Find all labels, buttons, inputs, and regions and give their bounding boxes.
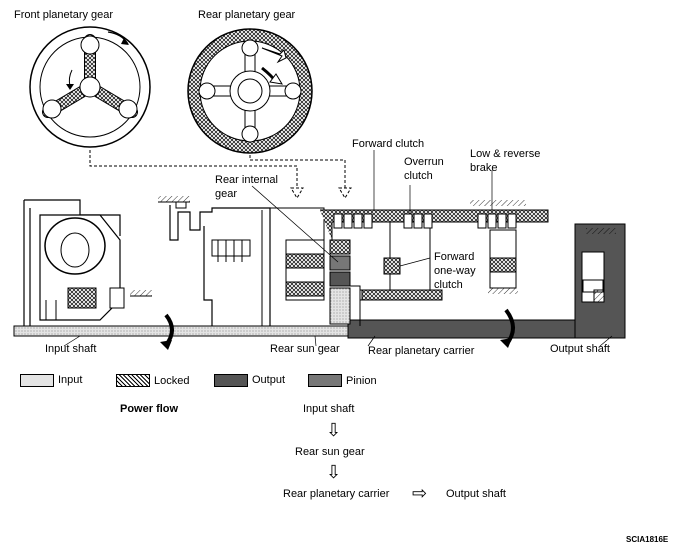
label-rear-internal-gear-2: gear bbox=[215, 188, 238, 200]
down-arrow-icon: ⇩ bbox=[326, 420, 342, 440]
transmission-section bbox=[13, 150, 626, 350]
label-forward-oneway-3: clutch bbox=[434, 279, 463, 291]
label-low-reverse-1: Low & reverse bbox=[470, 148, 541, 160]
label-forward-oneway-1: Forward bbox=[434, 251, 475, 263]
down-arrow-icon: ⇩ bbox=[326, 462, 342, 482]
label-rear-sun-gear: Rear sun gear bbox=[270, 343, 340, 355]
legend-label-pinion: Pinion bbox=[346, 375, 377, 387]
rear-planetary-gear-figure bbox=[187, 28, 313, 154]
right-arrow-icon: ⇨ bbox=[412, 483, 428, 503]
front-planetary-gear-figure bbox=[29, 26, 151, 148]
label-input-shaft: Input shaft bbox=[45, 343, 97, 355]
label-rear-planetary-gear: Rear planetary gear bbox=[198, 9, 296, 21]
legend-swatch-output bbox=[214, 374, 248, 387]
label-front-planetary-gear: Front planetary gear bbox=[14, 9, 114, 21]
label-rear-internal-gear-1: Rear internal bbox=[215, 174, 278, 186]
power-flow-step-2: Rear sun gear bbox=[295, 446, 365, 458]
figure-code: SCIA1816E bbox=[626, 535, 669, 544]
label-rear-planetary-carrier: Rear planetary carrier bbox=[368, 345, 475, 357]
legend-swatch-pinion bbox=[308, 374, 342, 387]
label-forward-oneway-2: one-way bbox=[434, 265, 476, 277]
label-overrun-clutch-2: clutch bbox=[404, 170, 433, 182]
legend-label-output: Output bbox=[252, 374, 286, 386]
label-low-reverse-2: brake bbox=[470, 162, 498, 174]
power-flow-step-3: Rear planetary carrier bbox=[283, 488, 390, 500]
label-forward-clutch: Forward clutch bbox=[352, 138, 425, 150]
label-output-shaft: Output shaft bbox=[550, 343, 610, 355]
label-overrun-clutch-1: Overrun bbox=[404, 156, 444, 168]
power-flow-step-1: Input shaft bbox=[303, 403, 355, 415]
legend-swatch-locked bbox=[116, 374, 150, 387]
legend-label-input: Input bbox=[58, 374, 83, 386]
power-flow-step-4: Output shaft bbox=[446, 488, 506, 500]
dashed-connector-arrows bbox=[89, 150, 352, 199]
power-flow-title: Power flow bbox=[120, 403, 179, 415]
legend-swatch-input bbox=[20, 374, 54, 387]
legend-label-locked: Locked bbox=[154, 375, 190, 387]
